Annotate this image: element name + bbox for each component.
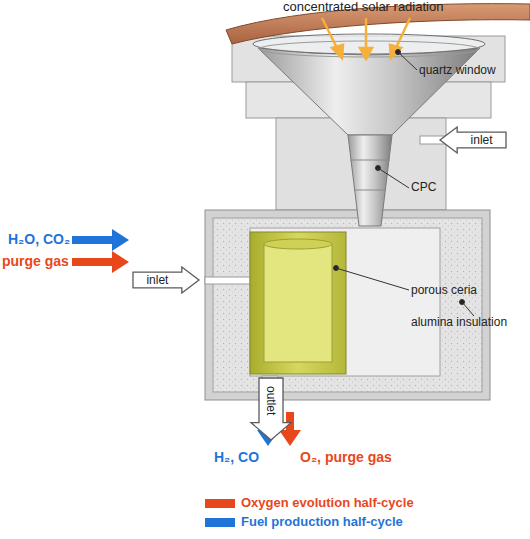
arrow-shape [440, 127, 506, 153]
feed-label: H₂O, CO₂ [8, 231, 70, 247]
housing-shell [205, 210, 490, 400]
ceria-inner-face [264, 244, 332, 362]
cpc-body [348, 135, 392, 226]
reactor-cavity [250, 228, 440, 376]
alumina-insulation [213, 218, 482, 392]
arrow-shape [133, 267, 199, 293]
node-label: outlet [251, 378, 291, 423]
arrow-shape [251, 378, 291, 440]
part-label: porous ceria [411, 284, 477, 298]
hollow-arrow: outlet [251, 378, 291, 440]
legend-label: Oxygen evolution half-cycle [241, 496, 414, 511]
solar-rays [322, 18, 410, 59]
ceria-cylinder [250, 232, 346, 374]
radiation-label: concentrated solar radiation [283, 0, 443, 15]
legend-label: Fuel production half-cycle [241, 515, 403, 530]
part-label: quartz window [419, 64, 496, 78]
leader-lines [334, 50, 475, 317]
feed-arrow-blue [72, 229, 129, 251]
inlet-channel [205, 277, 251, 284]
cpc-band [354, 190, 386, 191]
node-label: inlet [457, 127, 506, 153]
product-label: O₂, purge gas [300, 449, 392, 465]
node-label: inlet [133, 267, 182, 293]
part-label: alumina insulation [411, 316, 507, 330]
hollow-arrow: inlet [440, 127, 506, 153]
part-label: CPC [411, 181, 436, 195]
legend-swatch [205, 499, 235, 508]
hollow-arrow: inlet [133, 267, 199, 293]
legend-swatch [205, 518, 235, 527]
feed-label: purge gas [2, 253, 69, 269]
ceria-rim [264, 239, 332, 249]
cpc-band [350, 160, 390, 161]
product-label: H₂, CO [214, 449, 259, 465]
feed-arrow-red [72, 251, 129, 273]
cpc-cone [258, 48, 480, 135]
